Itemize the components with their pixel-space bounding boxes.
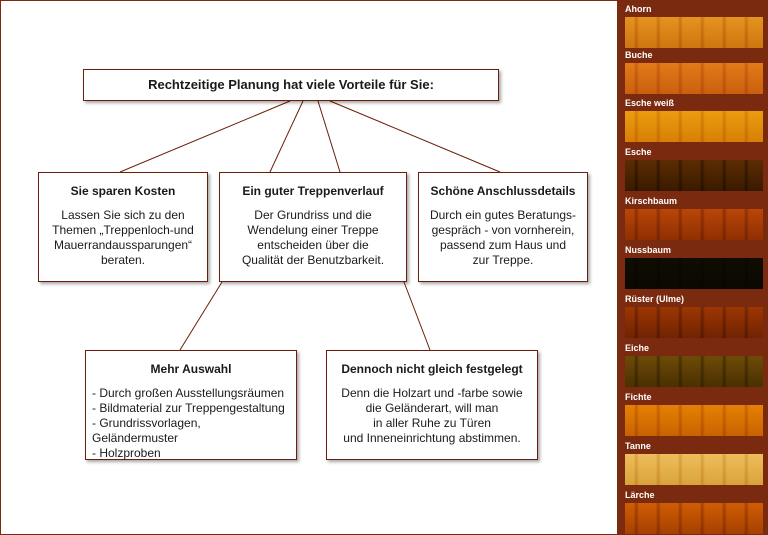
connector-box2-box4 bbox=[179, 281, 223, 351]
box-title: Mehr Auswahl bbox=[150, 362, 232, 376]
wood-label: Lärche bbox=[625, 490, 655, 500]
box-body: Der Grundriss und die Wendelung einer Tr… bbox=[241, 208, 385, 267]
wood-label: Fichte bbox=[625, 392, 652, 402]
wood-swatch-ruester bbox=[625, 307, 763, 338]
connector-header-box2b bbox=[317, 100, 341, 173]
box-festgelegt: Dennoch nicht gleich festgelegt Denn die… bbox=[326, 350, 538, 460]
box-body: Denn die Holzart und -farbe sowie die Ge… bbox=[341, 386, 523, 445]
box-title: Dennoch nicht gleich festgelegt bbox=[341, 362, 523, 376]
wood-swatch-fichte bbox=[625, 405, 763, 436]
box-body: Lassen Sie sich zu den Themen „Treppenlo… bbox=[52, 208, 194, 267]
wood-swatch-kirschbaum bbox=[625, 209, 763, 240]
box-title: Ein guter Treppenverlauf bbox=[242, 184, 384, 198]
wood-label: Eiche bbox=[625, 343, 650, 353]
header-title: Rechtzeitige Planung hat viele Vorteile … bbox=[148, 77, 434, 92]
box-treppenverlauf: Ein guter Treppenverlauf Der Grundriss u… bbox=[219, 172, 407, 282]
box-auswahl: Mehr Auswahl - Durch großen Ausstellungs… bbox=[85, 350, 297, 460]
box-body: Durch ein gutes Beratungs- gespräch - vo… bbox=[429, 208, 577, 267]
box-anschlussdetails: Schöne Anschlussdetails Durch ein gutes … bbox=[418, 172, 588, 282]
wood-label: Kirschbaum bbox=[625, 196, 678, 206]
wood-label: Esche weiß bbox=[625, 98, 675, 108]
wood-swatch-esche-weiss bbox=[625, 111, 763, 142]
wood-label: Nussbaum bbox=[625, 245, 672, 255]
wood-label: Buche bbox=[625, 50, 653, 60]
wood-swatch-nussbaum bbox=[625, 258, 763, 289]
wood-swatch-ahorn bbox=[625, 17, 763, 48]
wood-swatch-tanne bbox=[625, 454, 763, 485]
wood-swatch-buche bbox=[625, 63, 763, 94]
connector-header-box3 bbox=[329, 100, 501, 173]
box-body: - Durch großen Ausstellungsräumen - Bild… bbox=[92, 386, 285, 460]
connector-box2-box5 bbox=[403, 281, 431, 351]
header-box: Rechtzeitige Planung hat viele Vorteile … bbox=[83, 69, 499, 101]
box-title: Schöne Anschlussdetails bbox=[430, 184, 576, 198]
wood-swatch-eiche bbox=[625, 356, 763, 387]
wood-swatch-laerche bbox=[625, 503, 763, 534]
box-title: Sie sparen Kosten bbox=[70, 184, 176, 198]
wood-label: Esche bbox=[625, 147, 652, 157]
wood-label: Rüster (Ulme) bbox=[625, 294, 685, 304]
wood-label: Tanne bbox=[625, 441, 651, 451]
connector-header-box1 bbox=[119, 100, 291, 173]
connector-lines bbox=[119, 100, 501, 351]
connector-header-box2a bbox=[269, 100, 304, 173]
wood-swatch-esche bbox=[625, 160, 763, 191]
box-kosten: Sie sparen Kosten Lassen Sie sich zu den… bbox=[38, 172, 208, 282]
wood-label: Ahorn bbox=[625, 4, 652, 14]
